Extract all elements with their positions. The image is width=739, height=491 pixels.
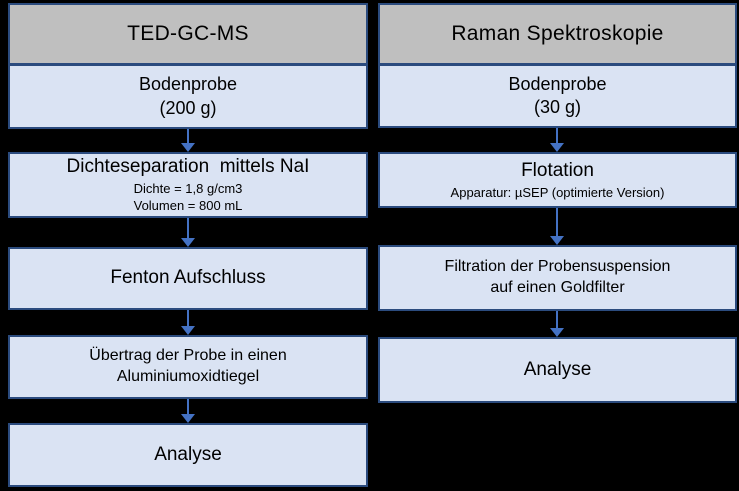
down-arrow	[550, 128, 564, 152]
arrow-head-icon	[550, 236, 564, 245]
arrow-shaft	[187, 399, 189, 414]
box-analyse-left: Analyse	[8, 423, 368, 487]
box-line: Bodenprobe	[508, 73, 607, 94]
box-line: Bodenprobe	[138, 74, 238, 95]
down-arrow	[181, 218, 195, 247]
header-raman-spektroskopie: Raman Spektroskopie	[378, 3, 737, 65]
arrow-head-icon	[550, 143, 564, 152]
arrow-head-icon	[181, 326, 195, 335]
down-arrow	[181, 129, 195, 152]
down-arrow	[550, 311, 564, 337]
header-label: TED-GC-MS	[127, 22, 249, 46]
box-subline: Volumen = 800 mL	[133, 198, 243, 214]
box-line: Flotation	[521, 159, 594, 181]
arrow-head-icon	[181, 238, 195, 247]
down-arrow	[550, 208, 564, 245]
header-label: Raman Spektroskopie	[451, 22, 664, 46]
box-analyse-right: Analyse	[378, 337, 737, 403]
box-subline: Apparatur: µSEP (optimierte Version)	[450, 184, 665, 200]
box-line: Dichteseparation mittels NaI	[66, 156, 310, 178]
arrow-shaft	[187, 310, 189, 326]
box-flotation: Flotation Apparatur: µSEP (optimierte Ve…	[378, 152, 737, 208]
arrow-shaft	[556, 208, 558, 236]
arrow-shaft	[556, 128, 558, 143]
box-bodenprobe-200g: Bodenprobe (200 g)	[8, 64, 368, 129]
arrow-head-icon	[550, 328, 564, 337]
box-bodenprobe-30g: Bodenprobe (30 g)	[378, 64, 737, 128]
header-ted-gc-ms: TED-GC-MS	[8, 3, 368, 65]
arrow-head-icon	[181, 414, 195, 423]
box-uebertrag-tiegel: Übertrag der Probe in einen Aluminiumoxi…	[8, 335, 368, 399]
box-line: Fenton Aufschluss	[110, 267, 266, 289]
box-line: Filtration der Probensuspension	[444, 258, 671, 276]
box-subline: Dichte = 1,8 g/cm3	[133, 180, 243, 196]
box-filtration-goldfilter: Filtration der Probensuspension auf eine…	[378, 245, 737, 311]
box-line: Analyse	[523, 358, 592, 380]
arrow-shaft	[556, 311, 558, 328]
box-line: (200 g)	[159, 97, 217, 118]
arrow-shaft	[187, 218, 189, 238]
box-line: Aluminiumoxidtiegel	[116, 368, 260, 385]
down-arrow	[181, 310, 195, 335]
arrow-head-icon	[181, 143, 195, 152]
box-fenton-aufschluss: Fenton Aufschluss	[8, 247, 368, 310]
box-line: Übertrag der Probe in einen	[89, 347, 287, 365]
box-line: auf einen Goldfilter	[490, 279, 625, 296]
box-line: Analyse	[154, 443, 222, 465]
box-dichteseparation: Dichteseparation mittels NaI Dichte = 1,…	[8, 152, 368, 218]
arrow-shaft	[187, 129, 189, 143]
down-arrow	[181, 399, 195, 423]
box-line: (30 g)	[533, 97, 582, 117]
